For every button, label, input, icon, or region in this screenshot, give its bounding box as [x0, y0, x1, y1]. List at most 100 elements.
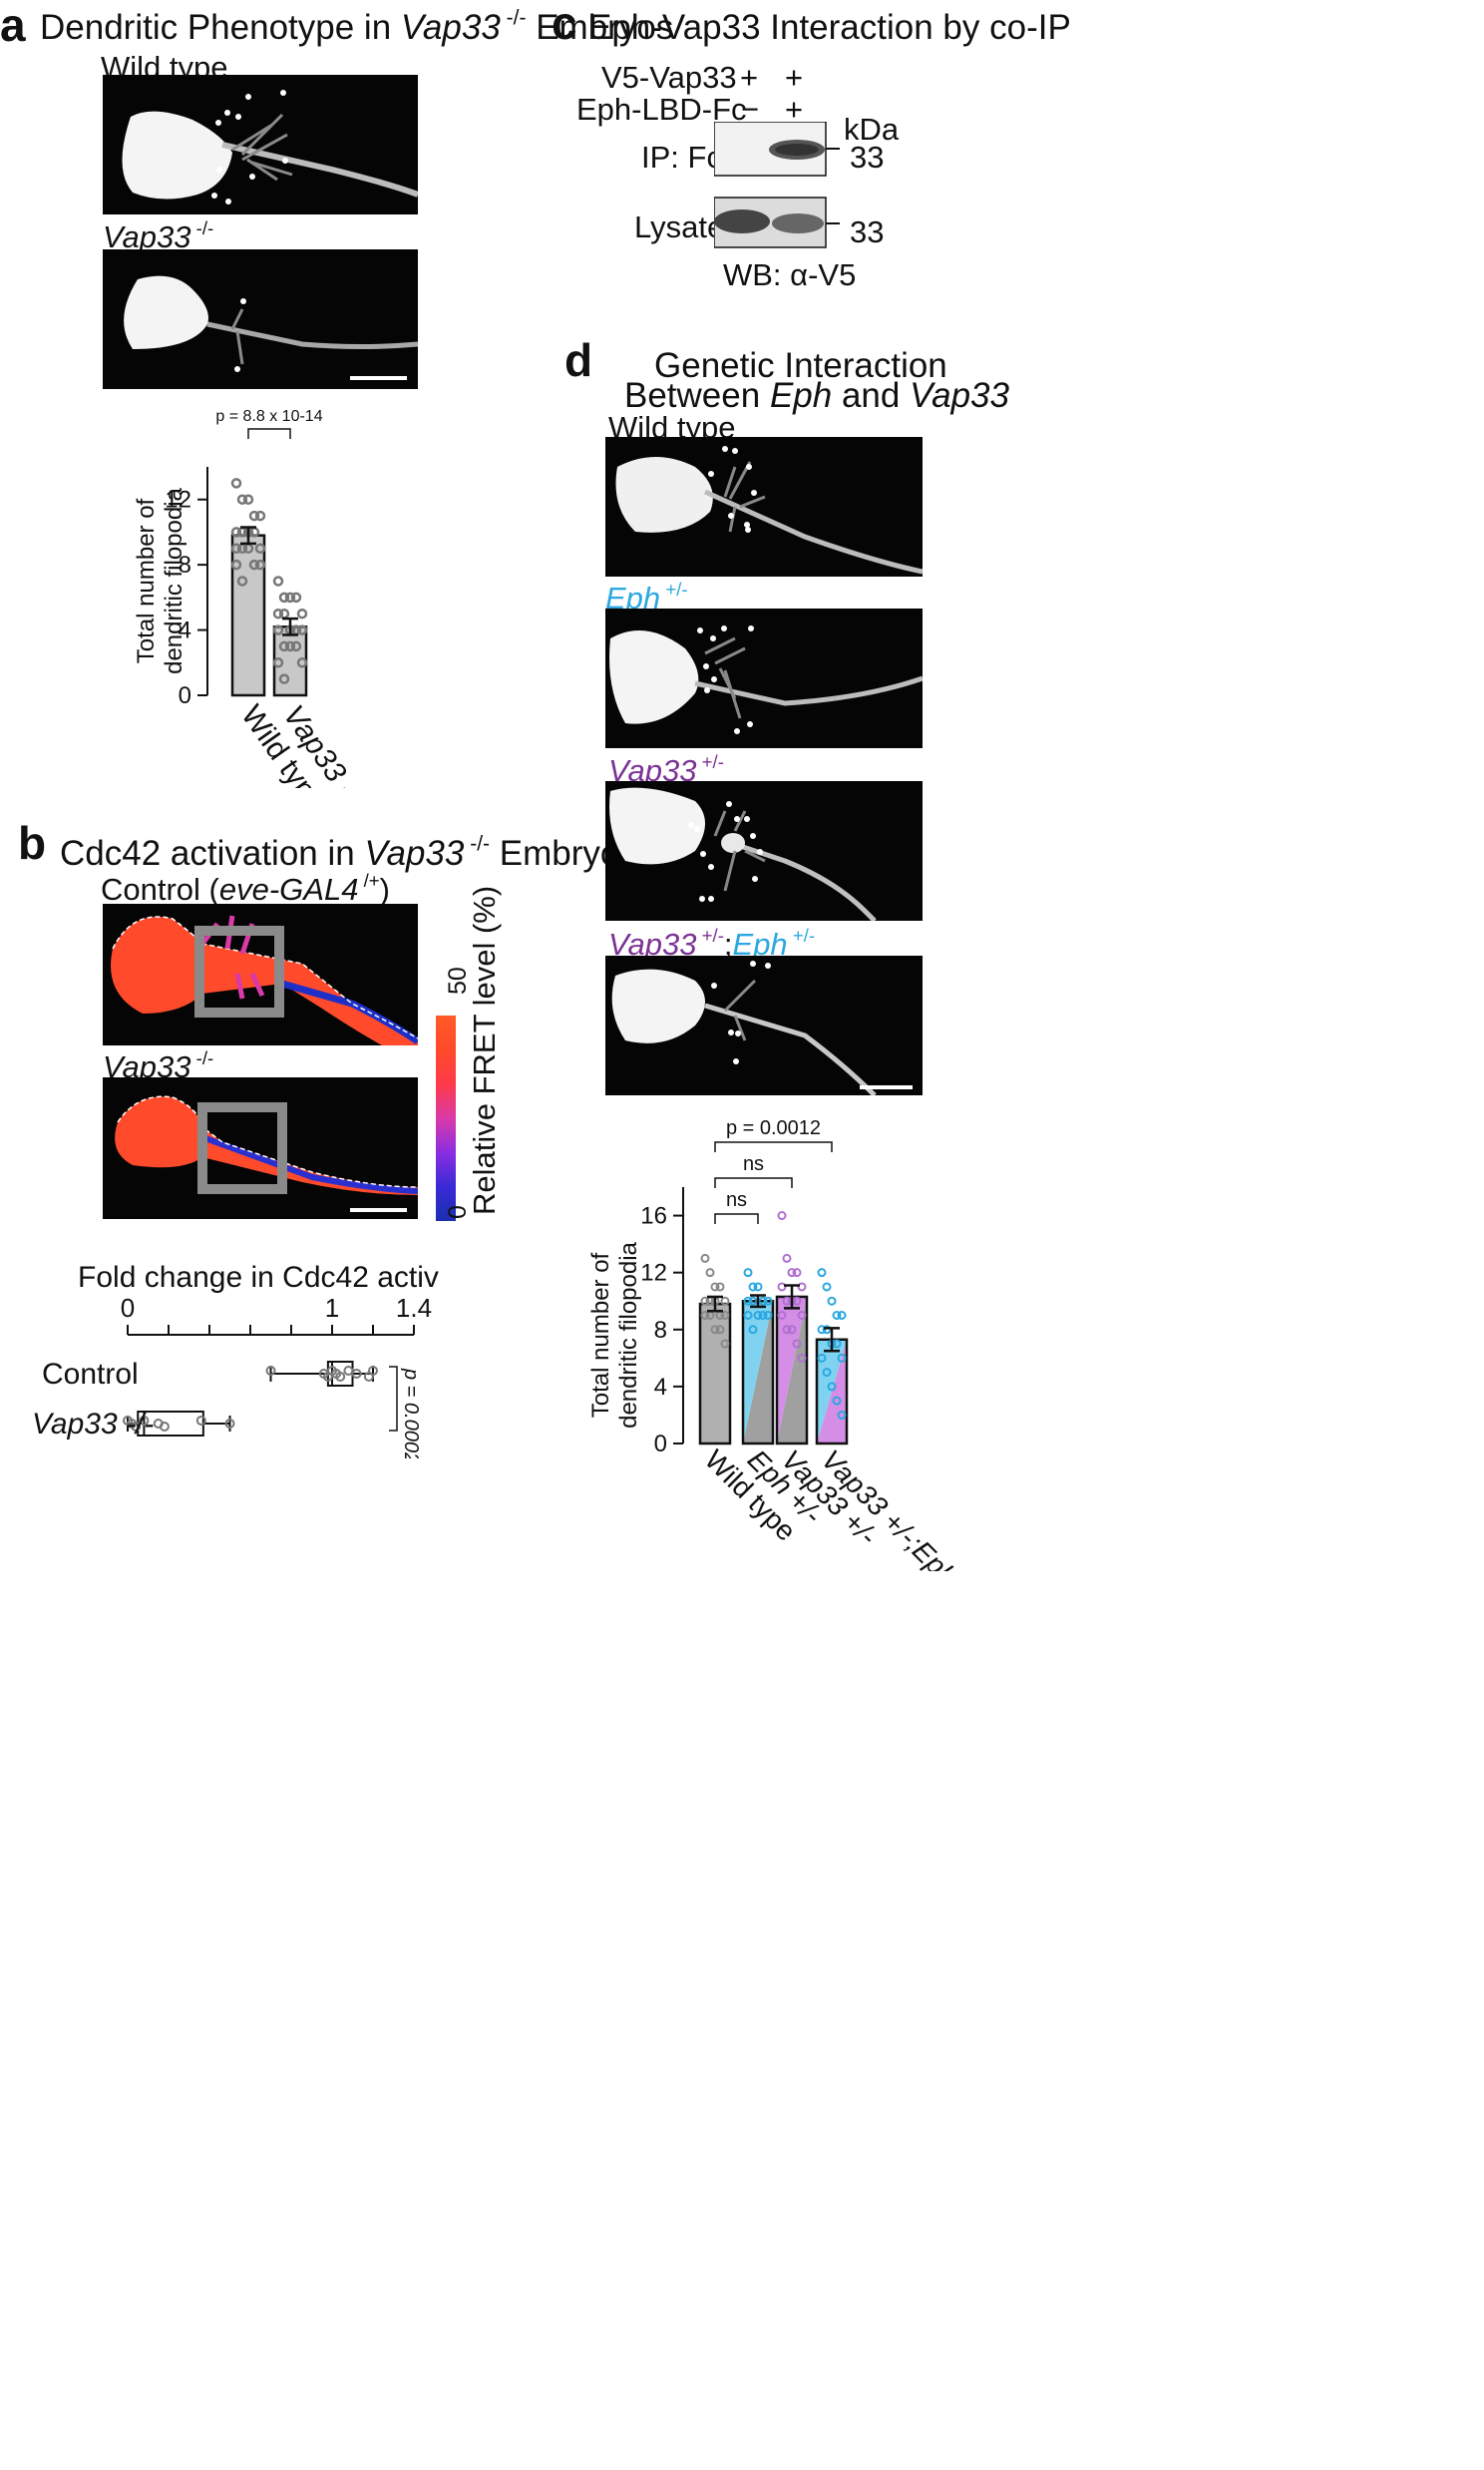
row1-label: V5-Vap33 — [601, 60, 737, 95]
data-point — [827, 1296, 837, 1306]
data-point — [748, 1325, 758, 1335]
comparison-label: ns — [743, 1153, 764, 1175]
row2-label: Eph-LBD-Fc — [576, 92, 747, 127]
data-point — [797, 1282, 807, 1292]
panel-b-title: Cdc42 activation in Vap33 -/- Embryos — [60, 832, 637, 873]
comparison-bracket — [714, 1177, 793, 1188]
blot2-size: 33 — [850, 214, 885, 249]
data-point — [254, 543, 266, 555]
row2-mark-2: + — [785, 92, 804, 127]
data-point — [715, 1282, 725, 1292]
y-tick-label: 4 — [179, 618, 191, 644]
comparison-label: p = 0.0012 — [726, 1117, 821, 1139]
p-value-label: p = 8.8 x 10-14 — [215, 408, 322, 425]
comparison-bracket — [714, 1141, 833, 1152]
data-point — [296, 657, 308, 668]
blot2-label: Lysate — [634, 209, 725, 244]
y-axis-label-line1: Total number of — [133, 498, 160, 663]
data-point — [272, 608, 284, 619]
significance-bracket — [389, 1366, 398, 1432]
data-point — [797, 1311, 807, 1320]
data-point — [278, 673, 290, 684]
data-point — [705, 1268, 715, 1278]
bar-fill-upper — [743, 1301, 773, 1443]
data-point — [710, 1325, 720, 1335]
y-axis-label-line2: dendritic filopodia — [615, 1241, 642, 1428]
panel-d-title-line2: Between Eph and Vap33 — [624, 376, 1009, 415]
y-tick-label: 0 — [179, 682, 191, 709]
data-point — [748, 1296, 758, 1306]
data-point — [230, 559, 242, 571]
data-point — [296, 608, 308, 619]
p-value-label: p = 0.0002 — [400, 1368, 422, 1458]
data-point — [782, 1325, 792, 1335]
data-point — [254, 559, 266, 571]
bar — [230, 534, 266, 697]
kda-label: kDa — [844, 112, 900, 147]
data-point — [792, 1268, 802, 1278]
mut-fret-image-label: Vap33 -/- — [103, 1046, 214, 1084]
data-point — [351, 1369, 362, 1379]
data-point — [832, 1311, 842, 1320]
data-point — [822, 1325, 832, 1335]
panel-d-title-line1: Genetic Interaction — [654, 346, 947, 385]
data-point — [159, 1422, 170, 1432]
data-point — [822, 1368, 832, 1378]
bar-fill — [700, 1304, 730, 1443]
comparison-label: ns — [726, 1189, 747, 1211]
colorbar-gradient — [436, 1016, 456, 1221]
panel-c-title: Eph-Vap33 Interaction by co-IP — [588, 8, 1071, 47]
d-double-image — [605, 956, 923, 1095]
data-point — [782, 1253, 792, 1263]
y-tick-label: 4 — [654, 1374, 667, 1401]
y-axis-label-line2: dendritic filopodia — [161, 487, 187, 673]
data-point — [230, 478, 242, 489]
y-axis-label-line1: Total number of — [587, 1252, 614, 1418]
data-point — [792, 1296, 802, 1306]
data-point — [290, 640, 302, 652]
data-point — [777, 1211, 787, 1221]
data-point — [236, 576, 248, 587]
data-point — [700, 1296, 710, 1306]
data-point — [230, 527, 242, 538]
panel-a-title: Dendritic Phenotype in Vap33 -/- Embryos — [40, 6, 674, 47]
data-point — [792, 1339, 802, 1349]
category-label: Control — [42, 1358, 139, 1391]
control-image-label: Control (eve-GAL4 /+) — [101, 869, 390, 907]
d-vap-image — [605, 781, 923, 921]
data-point — [715, 1325, 725, 1335]
data-point — [743, 1311, 753, 1320]
y-tick-label: 12 — [165, 487, 191, 514]
data-point — [753, 1311, 763, 1320]
data-point — [763, 1296, 773, 1306]
mut-fret-image — [103, 1077, 418, 1219]
mut-image-label: Vap33 -/- — [103, 216, 214, 254]
data-point — [284, 592, 296, 604]
wb-label: WB: α-V5 — [723, 257, 857, 292]
data-point — [700, 1253, 710, 1263]
d-img3-label: Vap33 +/- — [608, 750, 724, 788]
data-point — [763, 1311, 773, 1320]
row2-mark-1: − — [741, 92, 760, 127]
x-axis-label: Fold change in Cdc42 activation — [78, 1261, 439, 1294]
chart-b: Fold change in Cdc42 activation011.4Cont… — [20, 1259, 439, 1458]
panel-letter-a: a — [0, 0, 26, 51]
control-fret-image — [103, 904, 418, 1045]
fret-colorbar — [431, 988, 521, 1227]
data-point — [230, 543, 242, 555]
data-point — [832, 1396, 842, 1406]
bar — [272, 625, 308, 697]
data-point — [248, 527, 260, 538]
blot1-size: 33 — [850, 140, 885, 175]
colorbar-axis-label: Relative FRET level (%) — [467, 885, 502, 1215]
panel-letter-d: d — [564, 334, 593, 386]
data-point — [265, 1366, 276, 1376]
data-point — [777, 1311, 787, 1320]
data-point — [272, 576, 284, 587]
mut-neuron-image — [103, 249, 418, 389]
data-point — [254, 510, 266, 522]
data-point — [787, 1268, 797, 1278]
data-point — [242, 494, 254, 505]
